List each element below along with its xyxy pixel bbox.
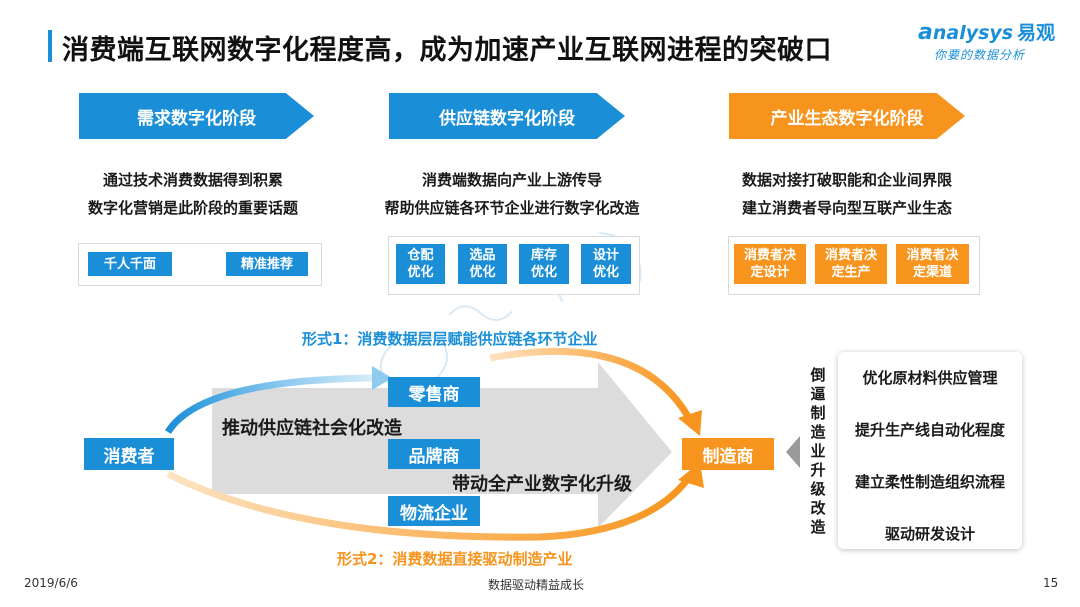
footer-center: 数据驱动精益成长	[488, 578, 585, 592]
stage-ecosystem-header: 产业生态数字化阶段	[729, 93, 965, 139]
stage-demand-header: 需求数字化阶段	[79, 93, 314, 139]
tag-precise-recommend: 精准推荐	[226, 252, 308, 276]
drive-industry-text: 带动全产业数字化升级	[452, 474, 632, 495]
tag-consumer-design: 消费者决 定设计	[734, 244, 806, 284]
tag-inventory-opt: 库存 优化	[519, 244, 569, 284]
stage-demand-desc: 通过技术消费数据得到积累数字化营销是此阶段的重要话题	[87, 171, 298, 217]
form1-label: 形式1：消费数据层层赋能供应链各环节企业	[302, 330, 598, 348]
stage-supply-chain-header: 供应链数字化阶段	[389, 93, 625, 139]
form2-label: 形式2：消费数据直接驱动制造产业	[337, 550, 573, 568]
tag-consumer-channel: 消费者决 定渠道	[896, 244, 969, 284]
upgrade-item-automation: 提升生产线自动化程度	[854, 421, 1005, 439]
page-title: 消费端互联网数字化程度高，成为加速产业互联网进程的突破口	[62, 35, 832, 66]
tag-personalized: 千人千面	[88, 252, 172, 276]
logo-cn: 易观	[1017, 22, 1056, 44]
stage-ecosystem-desc: 数据对接打破职能和企业间界限建立消费者导向型互联产业生态	[741, 171, 952, 217]
reverse-upgrade-label: 倒逼制造业升级改造	[810, 366, 826, 536]
reverse-arrow	[786, 436, 800, 468]
retailer-node: 零售商	[388, 377, 480, 407]
upgrade-item-materials: 优化原材料供应管理	[862, 369, 998, 387]
blue-arc-left	[165, 374, 373, 434]
logistics-node: 物流企业	[388, 496, 480, 526]
logo-slogan: 你要的数据分析	[934, 48, 1026, 62]
blue-arc-left-head	[372, 366, 392, 390]
tag-consumer-production: 消费者决 定生产	[815, 244, 887, 284]
orange-arc-bottom	[166, 470, 693, 541]
footer-date: 2019/6/6	[24, 576, 78, 590]
tag-warehouse-opt: 仓配 优化	[396, 244, 445, 284]
brand-node: 品牌商	[388, 439, 480, 469]
tag-selection-opt: 选品 优化	[458, 244, 507, 284]
manufacturer-node: 制造商	[682, 438, 774, 470]
page-number: 15	[1043, 576, 1059, 590]
orange-arc-top-head	[678, 410, 702, 436]
orange-arc-top	[489, 347, 694, 422]
logo-brand: nalysys	[932, 22, 1014, 44]
upgrade-panel: 优化原材料供应管理 提升生产线自动化程度 建立柔性制造组织流程 驱动研发设计	[838, 352, 1022, 549]
push-supply-chain-text: 推动供应链社会化改造	[222, 418, 402, 439]
stage-supply-chain-desc: 消费端数据向产业上游传导帮助供应链各环节企业进行数字化改造	[384, 171, 640, 217]
title-accent-bar	[48, 30, 52, 62]
tag-design-opt: 设计 优化	[581, 244, 631, 284]
upgrade-item-rnd: 驱动研发设计	[884, 525, 975, 543]
consumer-node: 消费者	[84, 438, 174, 470]
upgrade-item-flexible: 建立柔性制造组织流程	[854, 473, 1005, 491]
